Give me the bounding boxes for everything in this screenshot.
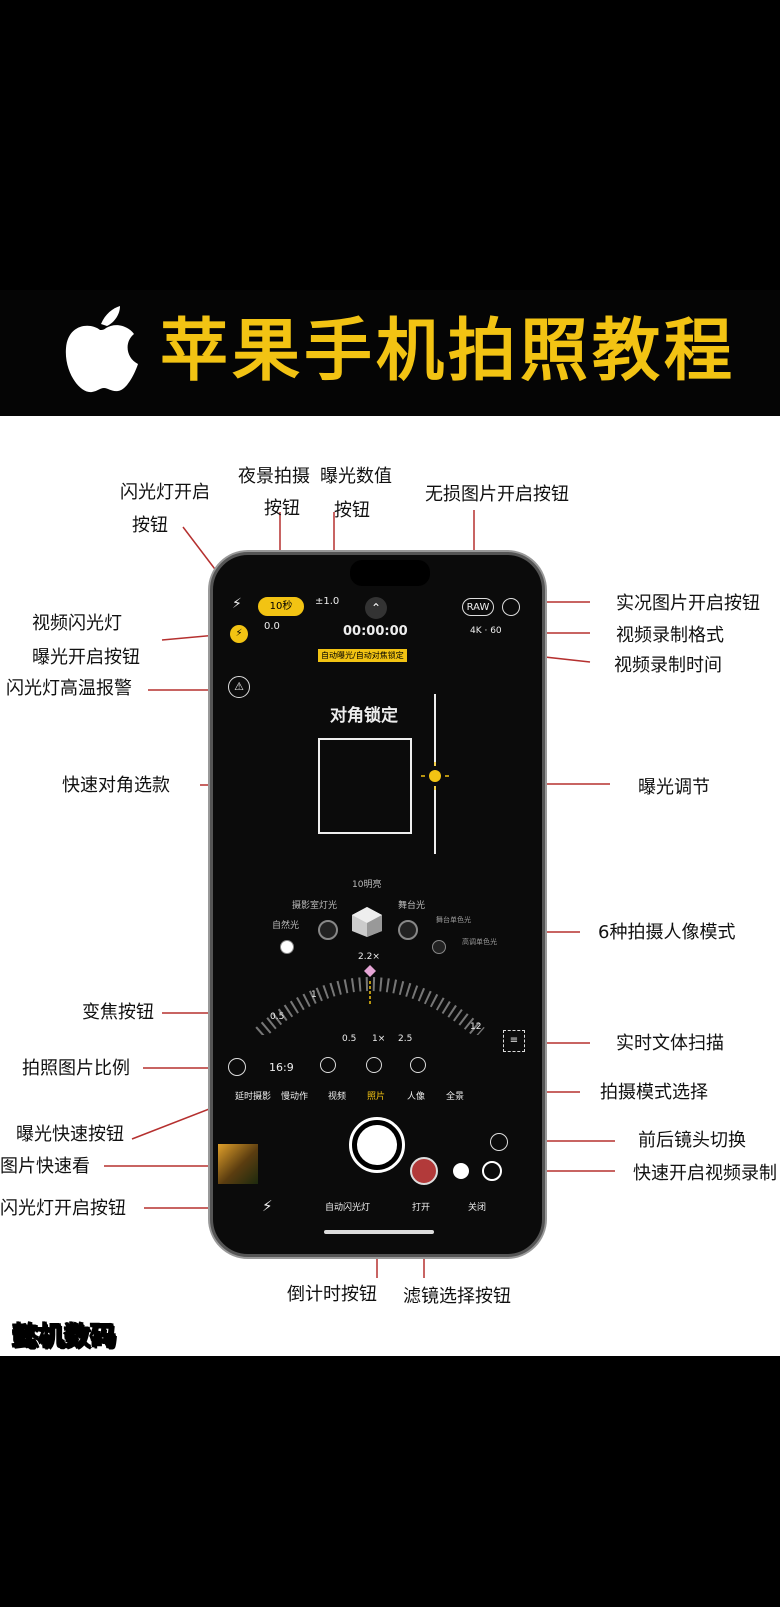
shutter-inner (357, 1125, 397, 1165)
photo-thumbnail[interactable] (218, 1144, 258, 1184)
flash-option-auto[interactable]: 自动闪光灯 (325, 1203, 371, 1213)
flash-warning-icon[interactable]: ⚠ (228, 676, 250, 698)
shutter-button[interactable] (349, 1117, 405, 1173)
annotation-quick-focus: 快速对角选款 (62, 775, 170, 796)
flash-option-off[interactable]: 关闭 (468, 1203, 487, 1213)
annotation-exposure-adjust: 曝光调节 (638, 777, 710, 798)
ae-af-lock-banner: 自动曝光/自动对焦锁定 (318, 649, 407, 662)
recording-format[interactable]: 4K · 60 (470, 626, 502, 636)
lighting-dot-far-left[interactable] (280, 940, 294, 954)
mode-portrait[interactable]: 人像 (407, 1092, 426, 1102)
raw-button[interactable]: RAW (462, 598, 494, 616)
annotation-video-format: 视频录制格式 (616, 625, 724, 646)
lighting-dot-left[interactable] (318, 920, 338, 940)
filter-icon[interactable] (410, 1057, 426, 1073)
annotation-flash-open: 闪光灯开启 (120, 482, 210, 503)
home-indicator (324, 1230, 434, 1234)
exposure-slider[interactable] (415, 694, 455, 854)
annotation-flash-open-2: 按钮 (132, 515, 168, 536)
video-flash-icon[interactable]: ⚡ (230, 625, 248, 643)
annotation-exposure-value-2: 按钮 (334, 500, 370, 521)
zoom-preset-2[interactable]: 2.5 (398, 1034, 413, 1044)
annotation-video-time: 视频录制时间 (614, 655, 722, 676)
annotation-filter-button: 滤镜选择按钮 (403, 1286, 511, 1307)
live-photo-icon[interactable] (502, 598, 520, 616)
zoom-tick-2: 12 (470, 1022, 482, 1032)
video-quick-ring[interactable] (482, 1161, 502, 1181)
aspect-ratio-value[interactable]: 16:9 (269, 1061, 294, 1074)
night-mode-chip[interactable]: 10秒 (258, 597, 304, 616)
text-scan-icon[interactable]: ≡ (503, 1030, 525, 1052)
annotation-raw-button: 无损图片开启按钮 (425, 484, 569, 505)
lock-label: 对角锁定 (330, 706, 398, 726)
exposure-number[interactable]: ±1.0 (315, 596, 340, 607)
annotation-video-flash: 视频闪光灯 (32, 613, 122, 634)
zoom-tick-1: 1 (311, 990, 317, 1000)
flash-off-icon[interactable]: ⚡ (232, 596, 242, 612)
annotation-portrait-modes: 6种拍摄人像模式 (598, 922, 736, 943)
lighting-mono[interactable]: 舞台单色光 (436, 916, 471, 924)
lens-switch-icon[interactable] (490, 1133, 508, 1151)
annotation-night-mode-2: 按钮 (264, 498, 300, 519)
zoom-preset-0[interactable]: 0.5 (342, 1034, 357, 1044)
flash-option-on[interactable]: 打开 (412, 1203, 431, 1213)
annotation-exposure-value: 曝光数值 (320, 466, 392, 487)
focus-box[interactable] (318, 738, 412, 834)
annotation-mode-select: 拍摄模式选择 (600, 1082, 708, 1103)
bottom-black-band (0, 1356, 780, 1607)
annotation-live-photo: 实况图片开启按钮 (616, 593, 760, 614)
annotation-exposure-quick: 曝光快速按钮 (16, 1124, 124, 1145)
recording-time: 00:00:00 (343, 624, 408, 639)
lighting-cube-icon[interactable] (350, 905, 384, 939)
annotation-exposure-open: 曝光开启按钮 (32, 647, 140, 668)
zoom-tick-0: 0.5 (270, 1012, 285, 1022)
apple-logo-icon (65, 306, 138, 393)
annotation-night-mode: 夜景拍摄 (238, 466, 310, 487)
page-title: 苹果手机拍照教程 (160, 312, 737, 391)
lighting-natural[interactable]: 自然光 (272, 921, 300, 931)
zoom-value: 2.2× (358, 952, 380, 962)
lighting-dot-far-right[interactable] (432, 940, 446, 954)
mode-slowmo[interactable]: 慢动作 (281, 1092, 309, 1102)
lighting-title: 10明亮 (352, 880, 382, 890)
chevron-up-icon[interactable]: ⌃ (365, 597, 387, 619)
lighting-dot-right[interactable] (398, 920, 418, 940)
aspect-ratio-icon[interactable] (228, 1058, 246, 1076)
annotation-timer-button: 倒计时按钮 (287, 1284, 377, 1305)
annotation-zoom-button: 变焦按钮 (82, 1002, 154, 1023)
mode-pano[interactable]: 全景 (446, 1092, 465, 1102)
exposure-quick-icon[interactable] (320, 1057, 336, 1073)
filter-button-icon[interactable] (410, 1157, 438, 1185)
annotation-aspect-ratio: 拍照图片比例 (22, 1058, 130, 1079)
raw-label: RAW (466, 602, 490, 613)
zoom-preset-1[interactable]: 1× (372, 1034, 386, 1044)
mode-video[interactable]: 视频 (328, 1092, 347, 1102)
flash-bottom-icon[interactable]: ⚡ (262, 1197, 273, 1215)
annotation-text-scan: 实时文体扫描 (616, 1033, 724, 1054)
video-flash-value: 0.0 (264, 621, 280, 632)
watermark: 懿机数码 (11, 1321, 117, 1353)
annotation-photo-quick-view: 图片快速看 (0, 1156, 90, 1177)
lighting-studio[interactable]: 摄影室灯光 (292, 901, 338, 911)
annotation-quick-video: 快速开启视频录制 (633, 1163, 777, 1184)
lighting-stage[interactable]: 舞台光 (398, 901, 426, 911)
night-mode-seconds: 10秒 (269, 601, 293, 612)
lighting-high[interactable]: 高调单色光 (462, 938, 497, 946)
top-black-band (0, 0, 780, 290)
annotation-flash-open-btn: 闪光灯开启按钮 (0, 1198, 126, 1219)
mode-photo[interactable]: 照片 (367, 1092, 386, 1102)
zoom-dial[interactable] (250, 955, 490, 1035)
mode-timelapse[interactable]: 延时摄影 (235, 1092, 272, 1102)
photo-dot[interactable] (453, 1163, 469, 1179)
annotation-lens-switch: 前后镜头切换 (638, 1130, 746, 1151)
title-banner (0, 290, 780, 416)
phone-notch (350, 560, 430, 586)
timer-icon[interactable] (366, 1057, 382, 1073)
annotation-flash-warning: 闪光灯高温报警 (6, 678, 132, 699)
